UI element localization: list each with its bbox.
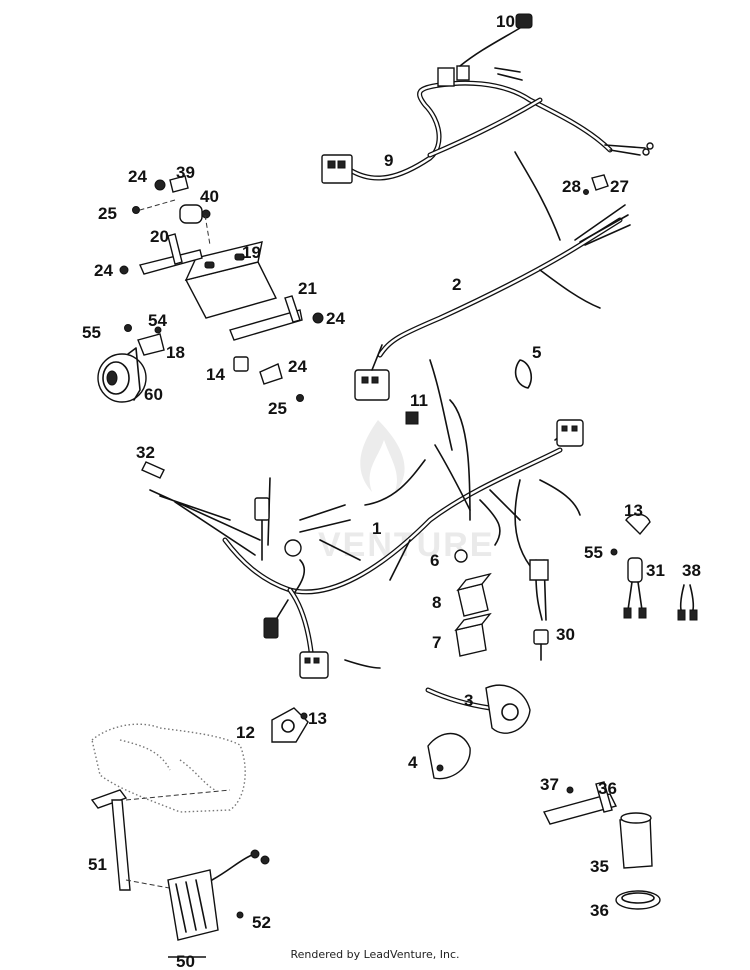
part-18-26-clips [233, 356, 283, 385]
part-11-fuse [405, 411, 419, 425]
callout-55: 55 [82, 323, 101, 342]
callout-1: 1 [372, 519, 381, 538]
part-1-main-harness [149, 359, 584, 679]
callout-21: 20 [150, 227, 169, 246]
part-30-switch [529, 559, 549, 661]
part-51-bracket [90, 789, 231, 891]
fastener-parts-24-25 [119, 179, 324, 402]
callout-18: 14 [206, 365, 225, 384]
part-3-sensor [425, 684, 531, 734]
callout-24: 24 [128, 167, 147, 186]
callout-37: 36 [598, 779, 617, 798]
callout-25: 25 [98, 204, 117, 223]
callout-39: 38 [682, 561, 701, 580]
part-7-relay [454, 612, 492, 657]
callout-24: 24 [326, 309, 345, 328]
callout-2: 2 [452, 275, 461, 294]
callout-27: 27 [610, 177, 629, 196]
callout-14: 13 [624, 501, 643, 520]
callout-22: 21 [298, 279, 317, 298]
callout-51: 51 [88, 855, 107, 874]
part-2-harness [354, 151, 631, 401]
callout-9: 9 [384, 151, 393, 170]
part-35-capacitor [619, 812, 653, 869]
callout-30: 30 [556, 625, 575, 644]
part-14-clamp [610, 513, 651, 556]
callout-6: 6 [430, 551, 439, 570]
part-9-harness [321, 13, 654, 184]
callout-32: 32 [136, 443, 155, 462]
part-39-lead [677, 584, 698, 621]
callout-40: 39 [176, 163, 195, 182]
callout-60: 60 [144, 385, 163, 404]
part-21-bracket [139, 233, 203, 275]
callout-7: 7 [432, 633, 441, 652]
callout-10: 10 [496, 12, 515, 31]
callout-8: 8 [432, 593, 441, 612]
part-37-bracket [542, 781, 618, 825]
part-4-cover [427, 732, 471, 780]
part-20-battery [184, 241, 278, 319]
callout-24: 24 [94, 261, 113, 280]
callout-35: 35 [590, 857, 609, 876]
part-60-horn [97, 347, 147, 403]
part-27-28-clip [583, 174, 609, 195]
callout-4: 4 [408, 753, 418, 772]
callout-28: 28 [562, 177, 581, 196]
callout-54: 54 [148, 311, 167, 330]
part-19-54-bracket [137, 326, 165, 356]
callout-41: 40 [200, 187, 219, 206]
part-31-capacitor [623, 557, 647, 619]
callout-19: 18 [166, 343, 185, 362]
callout-5: 5 [532, 343, 541, 362]
part-50-regulator [167, 849, 270, 941]
callout-31: 31 [646, 561, 665, 580]
part-5-cable-tie [514, 359, 532, 389]
callout-labels: 10 9 24 39 40 25 28 27 20 19 24 2 21 24 … [82, 12, 701, 970]
callout-3: 3 [464, 691, 473, 710]
part-12-13-bracket [271, 707, 309, 743]
callout-36: 36 [590, 901, 609, 920]
callout-52: 52 [252, 913, 271, 932]
callout-13: 13 [308, 709, 327, 728]
part-40-41-relay [139, 175, 211, 246]
callout-25: 25 [268, 399, 287, 418]
render-credit: Rendered by LeadVenture, Inc. [290, 948, 460, 961]
part-8-relay [456, 572, 492, 617]
part-36-ring [615, 890, 661, 910]
callout-11: 11 [410, 391, 428, 410]
part-32-fuse-holder [141, 461, 165, 479]
part-6-connector [454, 549, 468, 563]
callout-12: 12 [236, 723, 255, 742]
callout-55: 55 [584, 543, 603, 562]
callout-38: 37 [540, 775, 559, 794]
callout-20: 19 [242, 243, 261, 262]
callout-26: 24 [288, 357, 307, 376]
part-22-bracket [229, 295, 303, 341]
